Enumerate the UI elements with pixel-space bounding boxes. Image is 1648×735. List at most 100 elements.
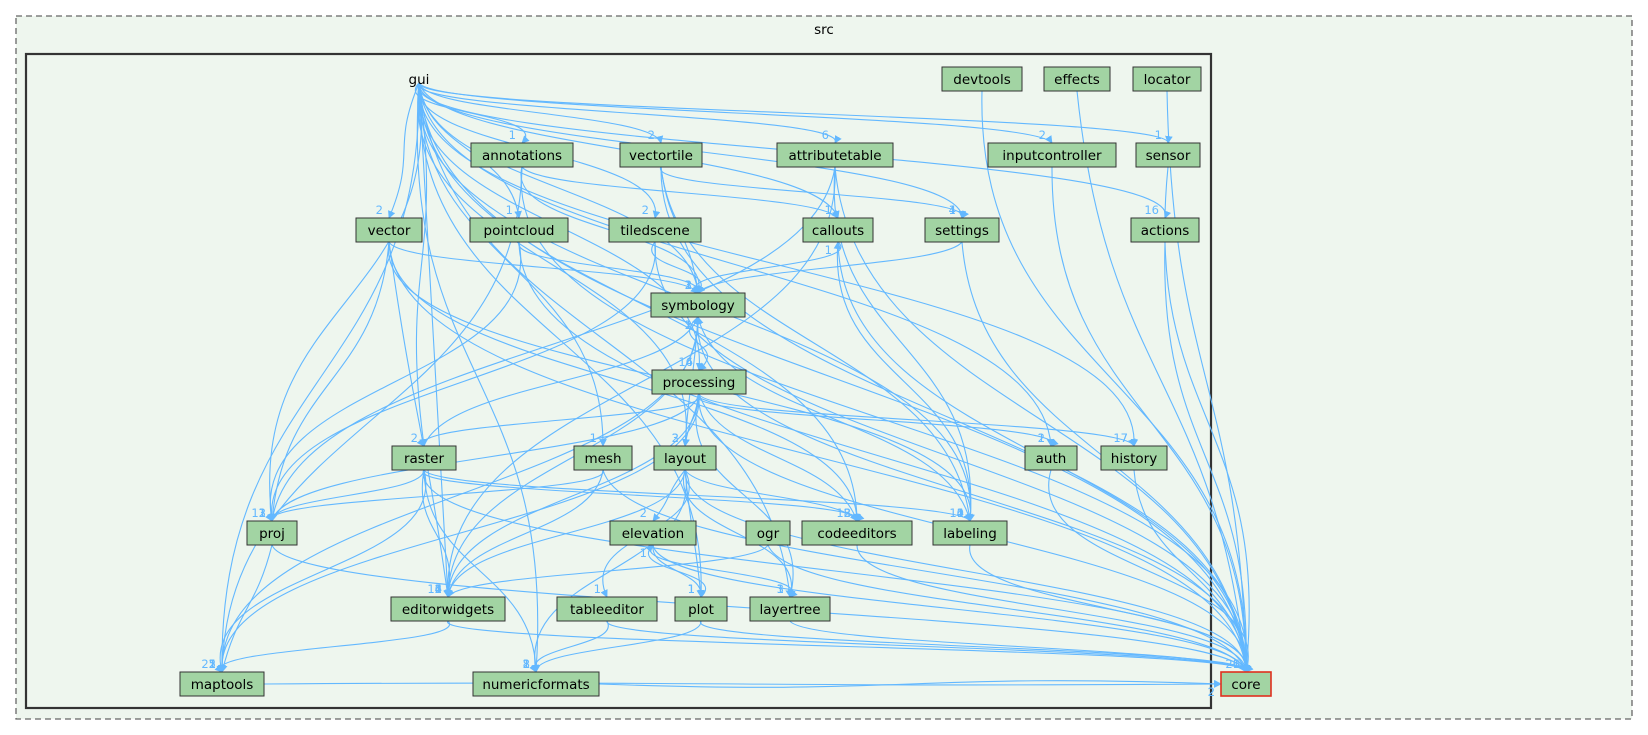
node-actions[interactable]: actions bbox=[1130, 217, 1200, 243]
edge-maptools-to-core bbox=[263, 680, 1222, 688]
node-vector[interactable]: vector bbox=[355, 217, 423, 243]
edge-label-layout-to-tableeditor: 1 bbox=[594, 582, 601, 596]
edge-layout-to-codeeditors bbox=[684, 469, 858, 522]
edge-label-processing-to-editorwidgets: 4 bbox=[435, 582, 442, 596]
node-gui[interactable]: gui bbox=[409, 72, 430, 88]
node-box-plot bbox=[674, 596, 728, 622]
edge-mesh-to-proj bbox=[265, 469, 604, 522]
edge-label-gui-to-numericformats: 8 bbox=[523, 657, 530, 671]
node-mesh[interactable]: mesh bbox=[573, 445, 633, 471]
node-box-vector bbox=[355, 217, 423, 243]
edge-label-proj-to-maptools: 2 bbox=[209, 657, 216, 671]
edge-gui-to-vector bbox=[388, 82, 420, 219]
node-label-proj: proj bbox=[259, 526, 285, 542]
edge-processing-to-proj bbox=[269, 393, 700, 522]
edge-label-callouts-to-symbology: 1 bbox=[685, 278, 692, 292]
node-vectortile[interactable]: vectortile bbox=[619, 142, 703, 168]
edge-locator-to-core bbox=[1166, 90, 1250, 673]
node-maptools[interactable]: maptools bbox=[179, 671, 265, 697]
edge-label-processing-to-layertree: 1 bbox=[777, 582, 784, 596]
node-label-annotations: annotations bbox=[482, 148, 562, 164]
node-attributetable[interactable]: attributetable bbox=[776, 142, 894, 168]
edge-processing-to-layertree bbox=[695, 393, 796, 598]
edge-processing-to-codeeditors bbox=[698, 393, 859, 522]
node-processing[interactable]: processing bbox=[651, 369, 747, 395]
edge-annotations-to-maptools bbox=[218, 166, 523, 673]
node-raster[interactable]: raster bbox=[391, 445, 457, 471]
node-devtools[interactable]: devtools bbox=[941, 66, 1023, 92]
edge-label-gui-to-layout: 3 bbox=[672, 431, 679, 445]
node-core[interactable]: core bbox=[1220, 671, 1272, 697]
node-ogr[interactable]: ogr bbox=[745, 520, 791, 546]
node-label-layout: layout bbox=[664, 451, 706, 467]
node-callouts[interactable]: callouts bbox=[802, 217, 874, 243]
edge-label-vector-to-codeeditors: 3 bbox=[844, 506, 851, 520]
node-box-devtools bbox=[941, 66, 1023, 92]
node-elevation[interactable]: elevation bbox=[609, 520, 697, 546]
node-annotations[interactable]: annotations bbox=[470, 142, 574, 168]
edge-label-gui-to-codeeditors: 18 bbox=[836, 506, 851, 520]
edge-label-numericformats-to-core: 2 bbox=[1208, 685, 1215, 699]
node-box-layout bbox=[653, 445, 717, 471]
node-box-sensor bbox=[1135, 142, 1201, 168]
node-box-settings bbox=[924, 217, 1000, 243]
node-sensor[interactable]: sensor bbox=[1135, 142, 1201, 168]
node-box-codeeditors bbox=[801, 520, 913, 546]
edge-label-gui-to-history: 17 bbox=[1113, 431, 1128, 445]
edge-label-tiledscene-to-symbology: 2 bbox=[685, 278, 692, 292]
node-editorwidgets[interactable]: editorwidgets bbox=[390, 596, 506, 622]
node-locator[interactable]: locator bbox=[1132, 66, 1202, 92]
edge-label-gui-to-processing: 16 bbox=[678, 355, 693, 369]
edge-effects-to-core bbox=[1076, 90, 1250, 673]
edge-gui-to-core bbox=[418, 82, 1250, 673]
edge-editorwidgets-to-core bbox=[447, 620, 1254, 673]
node-label-elevation: elevation bbox=[622, 526, 684, 542]
node-box-layertree bbox=[749, 596, 831, 622]
node-tableeditor[interactable]: tableeditor bbox=[556, 596, 658, 622]
edge-label-raster-to-editorwidgets: 1 bbox=[435, 582, 442, 596]
node-settings[interactable]: settings bbox=[924, 217, 1000, 243]
node-layout[interactable]: layout bbox=[653, 445, 717, 471]
node-tiledscene[interactable]: tiledscene bbox=[608, 217, 702, 243]
edge-label-symbology-to-maptools: 1 bbox=[209, 657, 216, 671]
edge-label-gui-to-vector: 2 bbox=[376, 203, 383, 217]
edge-label-annotations-to-callouts: 1 bbox=[825, 203, 832, 217]
edge-layertree-to-core bbox=[789, 620, 1247, 673]
edge-label-gui-to-raster: 2 bbox=[411, 431, 418, 445]
node-history[interactable]: history bbox=[1100, 445, 1168, 471]
node-codeeditors[interactable]: codeeditors bbox=[801, 520, 913, 546]
edge-vector-to-symbology bbox=[388, 241, 699, 294]
edge-label-gui-to-tiledscene: 2 bbox=[642, 203, 649, 217]
node-label-numericformats: numericformats bbox=[482, 677, 589, 693]
node-inputcontroller[interactable]: inputcontroller bbox=[987, 142, 1117, 168]
node-layertree[interactable]: layertree bbox=[749, 596, 831, 622]
node-auth[interactable]: auth bbox=[1024, 445, 1078, 471]
edge-raster-to-maptools bbox=[216, 469, 427, 673]
node-numericformats[interactable]: numericformats bbox=[472, 671, 600, 697]
node-labeling[interactable]: labeling bbox=[932, 520, 1008, 546]
node-symbology[interactable]: symbology bbox=[650, 292, 746, 318]
edge-label-raster-to-symbology: 1 bbox=[685, 318, 692, 332]
node-plot[interactable]: plot bbox=[674, 596, 728, 622]
edge-label-raster-to-codeeditors: 3 bbox=[844, 506, 851, 520]
node-proj[interactable]: proj bbox=[246, 520, 298, 546]
edge-labeling-to-callouts bbox=[833, 241, 972, 522]
node-effects[interactable]: effects bbox=[1043, 66, 1111, 92]
edge-gui-to-auth bbox=[418, 82, 1055, 447]
edge-raster-to-codeeditors bbox=[423, 469, 865, 522]
edge-raster-to-symbology bbox=[423, 316, 700, 447]
node-box-actions bbox=[1130, 217, 1200, 243]
edge-label-layout-to-elevation: 2 bbox=[640, 506, 647, 520]
node-label-raster: raster bbox=[404, 451, 444, 467]
edge-label-vector-to-editorwidgets: 6 bbox=[435, 582, 442, 596]
edge-numericformats-to-core bbox=[598, 679, 1222, 688]
node-box-editorwidgets bbox=[390, 596, 506, 622]
node-label-effects: effects bbox=[1054, 72, 1100, 88]
edge-ogr-to-core bbox=[767, 544, 1248, 673]
node-label-devtools: devtools bbox=[953, 72, 1010, 88]
edge-inputcontroller-to-core bbox=[1051, 166, 1250, 673]
node-label-processing: processing bbox=[663, 375, 736, 391]
node-box-raster bbox=[391, 445, 457, 471]
node-pointcloud[interactable]: pointcloud bbox=[469, 217, 569, 243]
